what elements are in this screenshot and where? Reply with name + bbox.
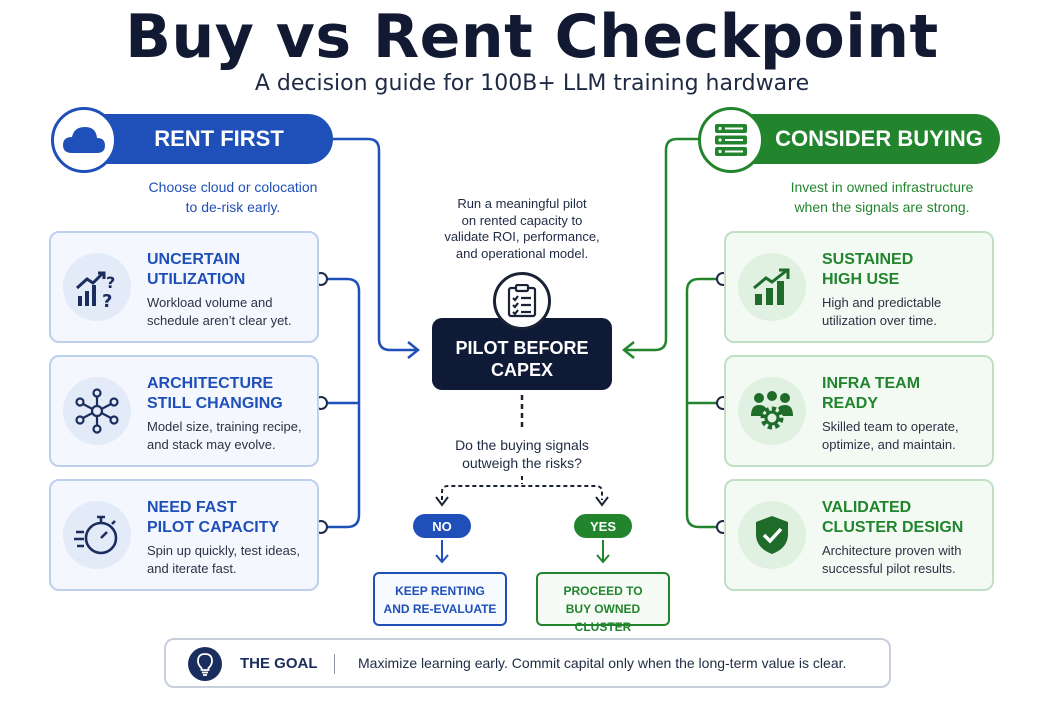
cloud-icon xyxy=(51,107,117,173)
consider-buying-pill: CONSIDER BUYING xyxy=(698,107,1000,173)
rent-card-fast-pilot-capacity: NEED FAST PILOT CAPACITY Spin up quickly… xyxy=(49,479,319,591)
card-title: SUSTAINED xyxy=(822,251,914,268)
pilot-description: Run a meaningful pilot on rented capacit… xyxy=(444,196,600,261)
card-description: High and predictable xyxy=(822,295,942,310)
card-description: Spin up quickly, test ideas, xyxy=(147,543,300,558)
network-nodes-icon xyxy=(63,377,131,445)
question-split-dashed xyxy=(441,476,603,500)
card-title: ARCHITECTURE xyxy=(147,375,274,392)
rent-bracket xyxy=(327,277,361,529)
page-title: Buy vs Rent Checkpoint xyxy=(125,2,939,72)
goal-label: THE GOAL xyxy=(240,655,318,672)
rent-card-uncertain-utilization: ? ? UNCERTAIN UTILIZATION Workload volum… xyxy=(49,231,319,343)
rent-arrowhead xyxy=(407,341,421,359)
card-title: VALIDATED xyxy=(822,499,912,516)
card-title: NEED FAST xyxy=(147,499,237,516)
yes-tag: YES xyxy=(574,514,632,538)
buy-card-sustained-high-use: SUSTAINED HIGH USE High and predictable … xyxy=(724,231,994,343)
buy-card-infra-team-ready: INFRA TEAM READY Skilled team to operate… xyxy=(724,355,994,467)
rent-first-label: RENT FIRST xyxy=(154,126,284,151)
uncertain-chart-icon: ? ? xyxy=(63,253,131,321)
clipboard-checklist-icon xyxy=(493,272,551,330)
goal-text: Maximize learning early. Commit capital … xyxy=(358,655,847,671)
goal-banner: THE GOAL Maximize learning early. Commit… xyxy=(164,638,891,688)
card-description: Model size, training recipe, xyxy=(147,419,302,434)
goal-divider xyxy=(334,654,335,674)
buy-card-validated-cluster-design: VALIDATED CLUSTER DESIGN Architecture pr… xyxy=(724,479,994,591)
rent-to-pilot-connector xyxy=(333,137,416,352)
consider-buying-label: CONSIDER BUYING xyxy=(775,126,983,151)
card-description: Workload volume and xyxy=(147,295,273,310)
decision-question: Do the buying signals outweigh the risks… xyxy=(455,437,589,471)
svg-text:?: ? xyxy=(106,273,115,292)
card-description: Skilled team to operate, xyxy=(822,419,959,434)
buy-to-pilot-connector xyxy=(626,137,702,352)
growth-chart-icon xyxy=(738,253,806,321)
card-description: Architecture proven with xyxy=(822,543,962,558)
shield-check-icon xyxy=(738,501,806,569)
card-title: UNCERTAIN xyxy=(147,251,241,268)
pilot-before-capex-box: PILOT BEFORE CAPEX xyxy=(432,318,612,390)
team-gear-icon xyxy=(738,377,806,445)
svg-text:?: ? xyxy=(102,291,112,308)
keep-renting-outcome: KEEP RENTING AND RE-EVALUATE xyxy=(373,572,507,626)
page-subtitle: A decision guide for 100B+ LLM training … xyxy=(254,71,810,96)
buy-arrowhead xyxy=(621,341,635,359)
rent-first-pill: RENT FIRST xyxy=(51,107,333,173)
stopwatch-icon xyxy=(63,501,131,569)
card-title: INFRA TEAM xyxy=(822,375,921,392)
server-rack-icon xyxy=(698,107,764,173)
buy-bracket xyxy=(685,277,717,529)
rent-card-architecture-changing: ARCHITECTURE STILL CHANGING Model size, … xyxy=(49,355,319,467)
lightbulb-icon xyxy=(188,647,222,681)
buy-description: Invest in owned infrastructure when the … xyxy=(790,179,974,215)
buy-owned-cluster-outcome: PROCEED TO BUY OWNED CLUSTER xyxy=(536,572,670,634)
no-tag: NO xyxy=(413,514,471,538)
rent-description: Choose cloud or colocation to de-risk ea… xyxy=(148,179,318,215)
